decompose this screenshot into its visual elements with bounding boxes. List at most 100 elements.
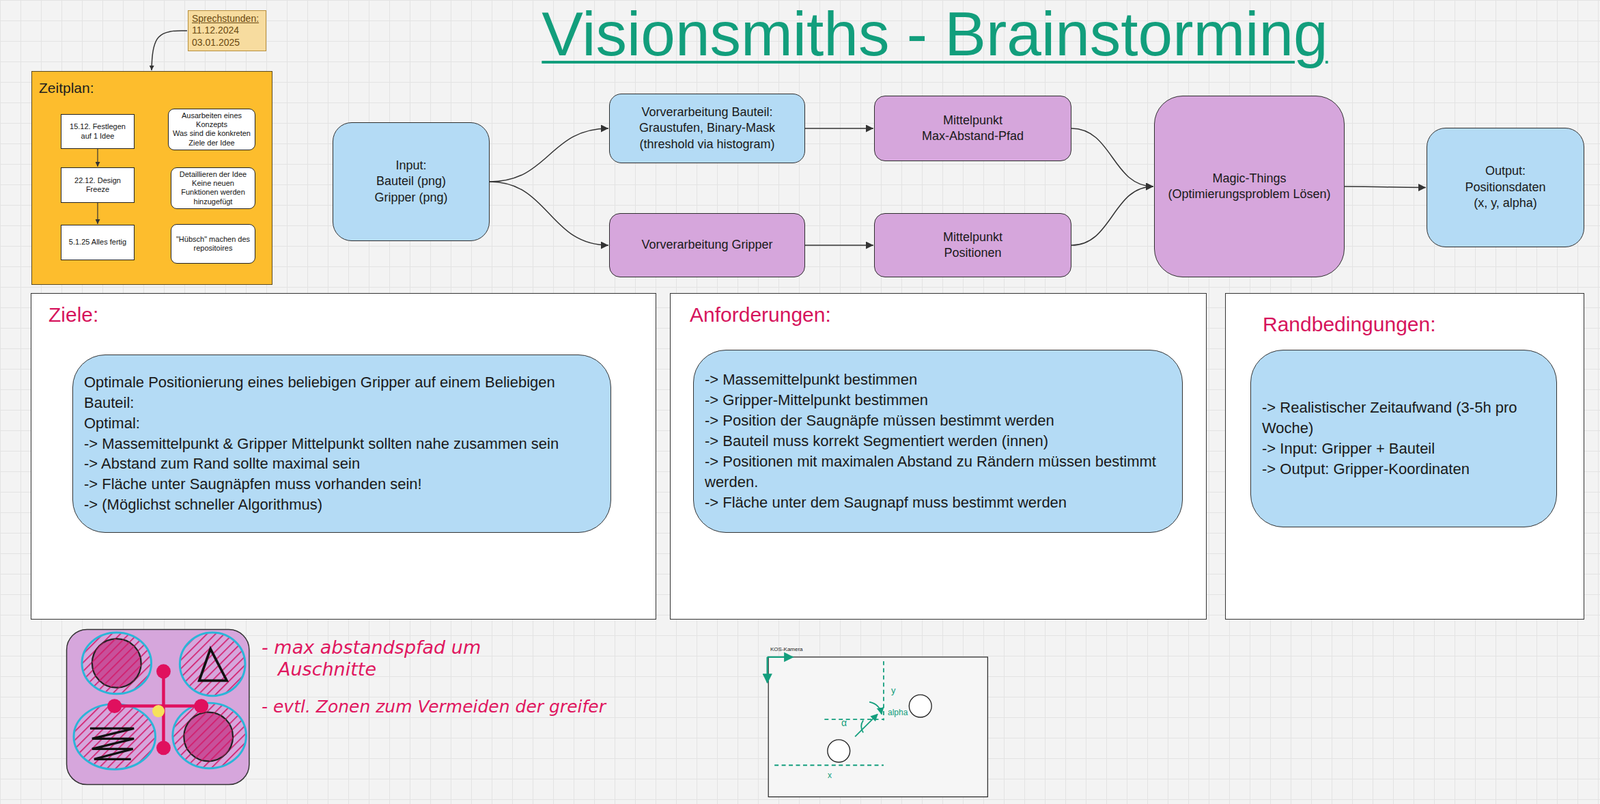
node-text: Optimale Positionierung eines beliebigen… <box>83 372 600 414</box>
node-text: -> Output: Gripper-Koordinaten <box>1261 458 1470 480</box>
cutout-hatch <box>92 638 142 688</box>
node-text: -> Fläche unter dem Saugnapf muss bestim… <box>704 492 1067 513</box>
section-heading: Ziele: <box>48 303 656 327</box>
node-text: Positionsdaten <box>1464 179 1546 196</box>
node-text: Output: <box>1485 163 1526 179</box>
node-text: -> Positionen mit maximalen Abstand zu R… <box>704 451 1172 493</box>
process-box: MittelpunktMax-Abstand-Pfad <box>874 95 1072 162</box>
cutout-zigzag <box>90 727 134 759</box>
camera-frame <box>768 656 988 797</box>
node-text: -> Position der Saugnäpfe müssen bestimm… <box>704 410 1055 431</box>
node-text: Gripper (png) <box>374 189 448 206</box>
node-text: Input: <box>395 157 427 174</box>
suction-cup-dot <box>193 698 209 713</box>
axis-label: y <box>891 684 896 696</box>
section-panel: Randbedingungen: -> Realistischer Zeitauf… <box>1225 292 1585 620</box>
node-text: 5.1.25 Alles fertig <box>68 237 127 247</box>
suction-cup-dot <box>156 663 171 679</box>
node-text: Bauteil (png) <box>376 173 446 190</box>
cutout-triangle <box>199 648 227 681</box>
coordinate-sketch <box>767 656 989 797</box>
connector-arrow <box>1071 186 1154 246</box>
milestone-box: 22.12. Design Freeze <box>60 167 135 203</box>
node-text: -> Bauteil muss korrekt Segmentiert werd… <box>704 430 1049 452</box>
axis-arrow <box>766 656 769 683</box>
node-text: -> (Möglichst schneller Algorithmus) <box>83 494 323 515</box>
schedule-panel: Zeitplan:15.12. Festlegen auf 1 IdeeAusa… <box>31 71 273 285</box>
connector-arrow <box>805 127 874 130</box>
connector-arrow <box>489 181 609 246</box>
keep-out-zone <box>73 704 156 770</box>
task-box: Ausarbeiten eines KonzeptsWas sind die k… <box>167 108 256 151</box>
suction-cup <box>827 739 851 763</box>
node-text: (threshold via histogram) <box>639 136 775 153</box>
keep-out-zone <box>172 702 247 769</box>
task-box: "Hübsch" machen des repositoires <box>170 223 256 264</box>
node-text: 11.12.2024 <box>191 24 240 37</box>
node-text: Detaillieren der Idee <box>179 170 247 179</box>
node-text: Graustufen, Binary-Mask <box>639 120 776 136</box>
node-text: Vorverarbeitung Bauteil: <box>641 104 773 121</box>
node-text: Vorverarbeitung Gripper <box>641 236 773 253</box>
process-box: Vorverarbeitung Gripper <box>609 213 806 278</box>
node-text: -> Realistischer Zeitaufwand (3-5h pro W… <box>1261 397 1546 439</box>
node-text: (Optimierungsproblem Lösen) <box>1167 186 1331 203</box>
angle-label: alpha <box>887 707 908 718</box>
cutout-hatch <box>183 712 233 762</box>
node-text: -> Massemittelpunkt bestimmen <box>704 369 918 390</box>
suction-cup-dot <box>107 698 122 713</box>
process-box: Vorverarbeitung Bauteil:Graustufen, Bina… <box>609 93 806 164</box>
cutout-circle <box>92 638 142 688</box>
milestone-box: 5.1.25 Alles fertig <box>60 224 135 261</box>
angle-arc <box>869 702 882 715</box>
angle-arrow <box>854 714 878 737</box>
dimension-line <box>882 661 885 721</box>
task-box: Detaillieren der IdeeKeine neuen Funktio… <box>170 167 256 209</box>
handwritten-note: - evtl. Zonen zum Vermeiden der greifer <box>261 696 606 718</box>
dimension-line <box>824 718 884 720</box>
node-text: Ausarbeiten eines Konzepts <box>171 111 252 130</box>
node-text: -> Fläche unter Saugnäpfen muss vorhande… <box>83 473 423 495</box>
connector-arrow <box>96 148 98 167</box>
sticky-note: Sprechstunden:11.12.202403.01.2025 <box>187 10 267 52</box>
connector-arrow <box>96 202 98 224</box>
axis-label: x <box>827 770 832 780</box>
section-heading: Anforderungen: <box>689 303 1206 327</box>
connector-arrow <box>151 30 188 71</box>
part-sketch <box>66 629 250 785</box>
center-dot <box>152 704 165 718</box>
connector-arrow <box>489 128 609 182</box>
angle-label: α <box>841 717 847 728</box>
node-text: 15.12. Festlegen auf 1 Idee <box>64 122 132 140</box>
node-text: 22.12. Design Freeze <box>64 176 132 194</box>
process-box: Input:Bauteil (png)Gripper (png) <box>332 122 490 242</box>
node-text: -> Massemittelpunkt & Gripper Mittelpunk… <box>83 433 559 455</box>
node-text: Mittelpunkt <box>943 112 1003 129</box>
content-box: -> Realistischer Zeitaufwand (3-5h pro W… <box>1250 349 1557 528</box>
section-heading: Randbedingungen: <box>1262 312 1584 336</box>
handwritten-note: - max abstandspfad um Auschnitte <box>261 636 545 681</box>
suction-cup-dot <box>156 740 171 755</box>
content-box: -> Massemittelpunkt bestimmen-> Gripper-… <box>693 349 1183 533</box>
node-text: -> Abstand zum Rand sollte maximal sein <box>83 453 360 474</box>
process-box: Magic-Things(Optimierungsproblem Lösen) <box>1154 95 1345 278</box>
node-text: Sprechstunden: <box>191 12 259 25</box>
axis-arrow <box>767 656 793 658</box>
cutout-circle <box>183 712 233 762</box>
keep-out-zone <box>179 632 246 696</box>
node-text: Was sind die konkreten Ziele der Idee <box>171 129 252 147</box>
node-text: Mittelpunkt <box>943 229 1003 246</box>
node-text: Keine neuen Funktionen werden hinzugefüg… <box>174 178 252 207</box>
keep-out-zone <box>81 632 152 694</box>
axis-label: KOS-Kamera <box>770 646 804 653</box>
dimension-line <box>774 764 884 766</box>
process-box: Output:Positionsdaten(x, y, alpha) <box>1426 127 1585 248</box>
node-text: (x, y, alpha) <box>1473 195 1538 212</box>
part-outline <box>66 629 250 785</box>
node-text: -> Gripper-Mittelpunkt bestimmen <box>704 389 929 411</box>
node-text: Max-Abstand-Pfad <box>921 128 1024 145</box>
node-text: Positionen <box>943 245 1002 261</box>
node-text: Magic-Things <box>1212 170 1286 187</box>
